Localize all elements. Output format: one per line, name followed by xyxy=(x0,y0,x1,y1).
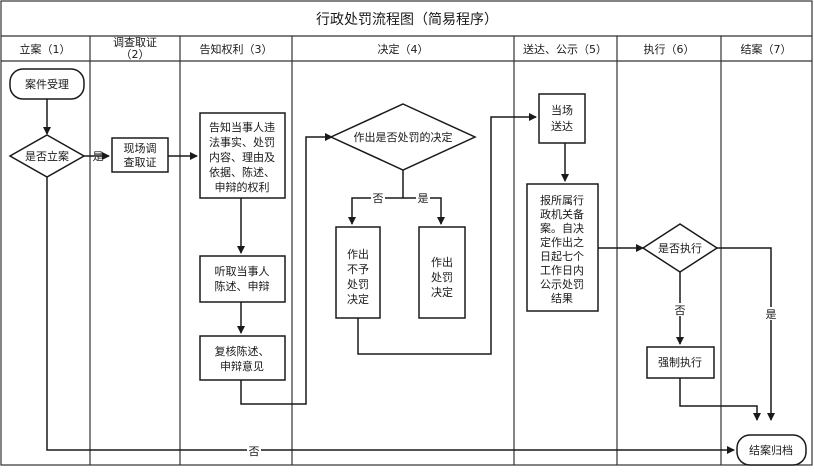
node-review-opinion xyxy=(199,335,286,381)
edge-decision-yes xyxy=(403,197,445,225)
text-penalty-2: 处罚 xyxy=(431,271,453,284)
node-accept xyxy=(9,68,85,100)
text-review-2: 申辩意见 xyxy=(220,359,264,373)
text-hear-2: 陈述、申辩 xyxy=(215,279,270,293)
node-penalty-decision xyxy=(329,103,477,171)
label-execute-no: 否 xyxy=(675,304,686,317)
text-close-case: 结案归档 xyxy=(749,443,793,457)
text-report-8: 结果 xyxy=(551,292,573,305)
text-no-penalty-3: 处罚 xyxy=(347,278,369,291)
text-notify-4: 依据、陈述、 xyxy=(209,165,275,179)
text-no-penalty-2: 不予 xyxy=(347,263,369,276)
node-onsite-investigation xyxy=(111,137,169,173)
text-is-executed: 是否执行 xyxy=(658,241,702,255)
node-is-executed xyxy=(641,223,719,273)
header-investigation: 调查取证 xyxy=(113,35,157,49)
text-no-penalty-4: 决定 xyxy=(347,292,369,306)
text-notify-2: 法事实、处罚 xyxy=(209,135,275,149)
text-review-1: 复核陈述、 xyxy=(215,344,270,358)
header-execution: 执行（6） xyxy=(644,42,695,56)
node-close-case xyxy=(736,434,807,466)
edge-labels: 是 否 是 否 是 否 xyxy=(93,150,778,458)
text-penalty-decision: 作出是否处罚的决定 xyxy=(354,130,453,144)
diagram-title: 行政处罚流程图（简易程序） xyxy=(316,11,498,28)
node-enforce xyxy=(646,346,715,379)
text-accept: 案件受理 xyxy=(25,77,69,91)
text-report-6: 工作日内 xyxy=(540,263,584,277)
label-execute-yes: 是 xyxy=(766,308,777,321)
connectors xyxy=(43,99,775,454)
edge-decisions-to-delivery xyxy=(357,113,537,355)
node-penalty xyxy=(418,226,466,319)
text-report-1: 报所属行 xyxy=(540,193,584,207)
text-notify-1: 告知当事人违 xyxy=(209,120,275,134)
text-onsite-1: 现场调 xyxy=(124,141,157,155)
label-file-yes: 是 xyxy=(93,150,104,163)
edge-file-no xyxy=(46,176,735,454)
header-decision: 决定（4） xyxy=(378,42,429,56)
label-file-no: 否 xyxy=(249,445,260,458)
header-filing: 立案（1） xyxy=(20,42,71,56)
node-notify-rights xyxy=(199,112,286,199)
text-delivery-1: 当场 xyxy=(551,103,573,117)
column-headers: 立案（1） 调查取证 （2） 告知权利（3） 决定（4） 送达、公示（5） 执行… xyxy=(20,35,792,61)
node-onsite-delivery xyxy=(538,93,586,144)
header-delivery: 送达、公示（5） xyxy=(523,42,607,56)
node-report-filing xyxy=(526,183,599,312)
text-file-case: 是否立案 xyxy=(25,149,69,163)
text-report-7: 公示处罚 xyxy=(540,278,584,291)
text-delivery-2: 送达 xyxy=(551,119,573,133)
node-file-case xyxy=(8,134,86,178)
edge-enforce-to-close xyxy=(679,378,761,421)
text-penalty-3: 决定 xyxy=(431,285,453,299)
label-decision-no: 否 xyxy=(373,192,384,205)
text-penalty-1: 作出 xyxy=(431,255,453,269)
edge-review-to-decision xyxy=(240,133,333,405)
header-closing: 结案（7） xyxy=(741,42,792,56)
text-report-2: 政机关备 xyxy=(540,207,584,221)
text-onsite-2: 查取证 xyxy=(124,155,157,169)
edge-execute-yes xyxy=(717,247,775,421)
node-texts: 案件受理 是否立案 现场调 查取证 告知当事人违 法事实、处罚 内容、理由及 依… xyxy=(25,77,793,457)
label-decision-yes: 是 xyxy=(418,192,429,205)
text-report-4: 定作出之 xyxy=(540,235,584,249)
node-no-penalty xyxy=(335,226,381,319)
text-no-penalty-1: 作出 xyxy=(347,247,369,261)
header-notification: 告知权利（3） xyxy=(200,42,273,56)
nodes xyxy=(8,68,807,466)
text-notify-5: 申辩的权利 xyxy=(215,180,270,194)
header-investigation-number: （2） xyxy=(121,48,150,61)
text-enforce: 强制执行 xyxy=(658,355,702,369)
text-hear-1: 听取当事人 xyxy=(215,264,270,278)
node-hear-statement xyxy=(199,255,286,303)
text-report-3: 案。自决 xyxy=(540,221,584,235)
text-notify-3: 内容、理由及 xyxy=(209,150,275,164)
text-report-5: 日起七个 xyxy=(540,250,584,263)
